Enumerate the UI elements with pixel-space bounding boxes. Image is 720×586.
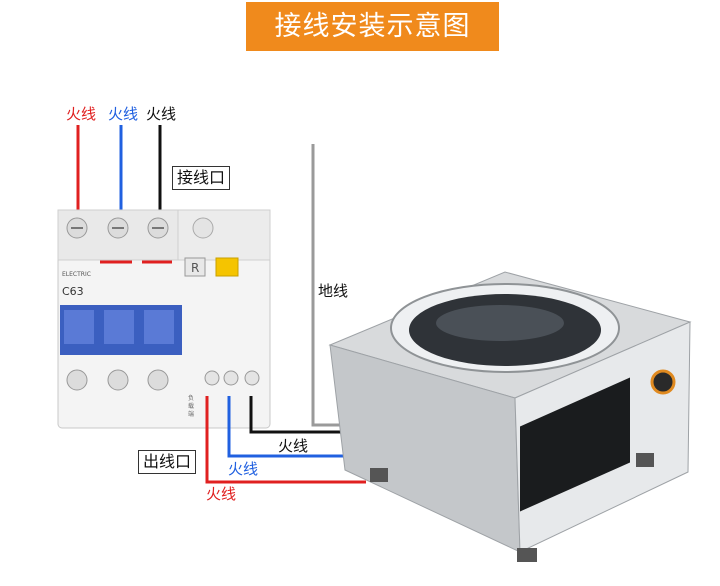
outgoing-blue-wire (227, 396, 366, 458)
outgoing-black-wire (249, 396, 366, 434)
outgoing-red-wire (205, 396, 366, 484)
inlet-label: 接线口 (172, 166, 231, 190)
ground-wire-label: 地线 (318, 282, 349, 300)
circuit-breaker-image: ELECTRIC C63 R 负 载 端 (57, 209, 271, 429)
outgoing-black-wire-label: 火线 (278, 437, 309, 455)
svg-text:ELECTRIC: ELECTRIC (62, 271, 91, 278)
svg-text:C63: C63 (62, 285, 84, 298)
induction-wok-stove-image (328, 271, 692, 562)
svg-text:R: R (191, 261, 199, 275)
incoming-black-wire-label: 火线 (146, 105, 177, 123)
outgoing-red-wire-label: 火线 (206, 485, 237, 503)
svg-text:载: 载 (188, 402, 194, 410)
incoming-blue-wire-label: 火线 (108, 105, 139, 123)
outgoing-blue-wire-label: 火线 (228, 460, 259, 478)
svg-text:负: 负 (188, 394, 194, 402)
svg-text:端: 端 (188, 410, 194, 418)
outlet-label: 出线口 (138, 450, 197, 474)
page-title: 接线安装示意图 (246, 2, 499, 51)
ground-wire (311, 144, 348, 427)
incoming-red-wire-label: 火线 (66, 105, 97, 123)
